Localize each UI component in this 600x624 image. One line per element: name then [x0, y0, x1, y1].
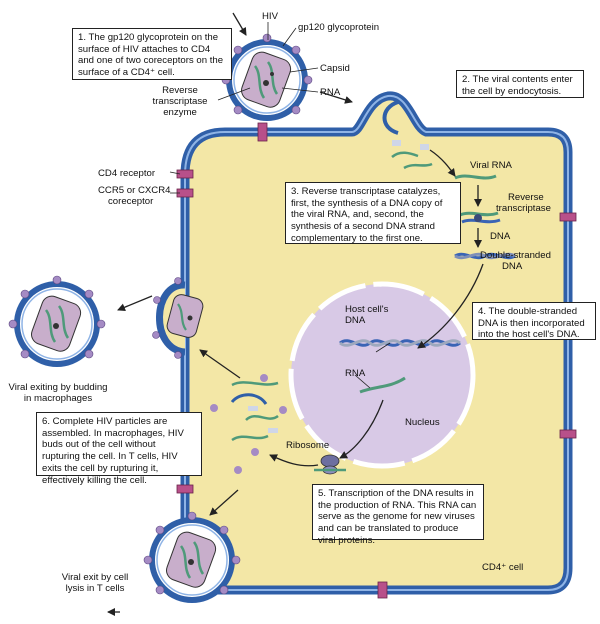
- label-lysis-2: lysis in T cells: [66, 583, 125, 594]
- label-host-dna-2: DNA: [345, 315, 366, 326]
- label-ds-dna-2: DNA: [502, 261, 523, 272]
- membrane-receptors: [176, 122, 577, 599]
- receptor-bottom: [377, 581, 388, 599]
- label-cd4-receptor: CD4 receptor: [98, 168, 156, 179]
- arrow-to-endocytosis: [319, 91, 353, 104]
- label-budding-2: in macrophages: [24, 393, 92, 404]
- nucleus-rna: [359, 376, 406, 394]
- label-capsid: Capsid: [320, 63, 350, 74]
- label-dna: DNA: [490, 231, 511, 242]
- diagram-labels: HIV gp120 glycoprotein Capsid RNA Revers…: [8, 11, 550, 594]
- assembly-components: [210, 374, 287, 474]
- label-gp120: gp120 glycoprotein: [298, 22, 379, 33]
- label-viral-rna: Viral RNA: [470, 160, 513, 171]
- label-rt-enzyme-3: enzyme: [163, 107, 197, 118]
- arrow-assembly-up: [199, 349, 241, 379]
- label-hiv: HIV: [262, 11, 279, 22]
- rt-enzyme: [474, 214, 482, 222]
- label-rt-enzyme-1: Reverse: [162, 85, 198, 96]
- receptor-top: [257, 122, 268, 142]
- arrow-bud-to-left: [117, 295, 153, 312]
- label-rna: RNA: [320, 87, 341, 98]
- step-1-box: 1. The gp120 glycoprotein on the surface…: [72, 28, 232, 80]
- arrow-ds-to-nucleus: [417, 263, 484, 349]
- label-rt-2: transcriptase: [496, 203, 551, 214]
- ds-dna-strand-b: [454, 252, 516, 260]
- virus-budding-membrane: [152, 277, 204, 359]
- label-budding-1: Viral exiting by budding: [8, 382, 107, 393]
- step-3-box: 3. Reverse transcriptase catalyzes, firs…: [285, 182, 461, 244]
- viral-rna-strand: [454, 174, 497, 180]
- label-coreceptor-1: CCR5 or CXCR4: [98, 185, 171, 196]
- arrow-assembly-down: [209, 489, 239, 516]
- label-ds-dna-1: Double-stranded: [480, 250, 551, 261]
- step-5-box: 5. Transcription of the DNA results in t…: [312, 484, 484, 546]
- budding-membrane-fragment: [230, 393, 268, 405]
- arrow-endosome-to-rt: [429, 149, 456, 177]
- virus-capsid: [241, 51, 292, 108]
- nucleus-body: [288, 281, 476, 469]
- endocytosis-contents: [382, 100, 433, 170]
- label-nucleus: Nucleus: [405, 417, 440, 428]
- arrow-ribosome-to-assembly: [269, 454, 319, 467]
- arrow-virus-in: [232, 12, 247, 36]
- step-6-box: 6. Complete HIV particles are assembled.…: [36, 412, 202, 486]
- receptor-right-1: [559, 212, 577, 222]
- label-cd4-cell: CD4⁺ cell: [482, 562, 523, 573]
- rt-rna-strand: [459, 211, 499, 217]
- nucleus: [288, 281, 476, 469]
- label-ribosome: Ribosome: [286, 440, 329, 451]
- receptor-right-2: [559, 429, 577, 439]
- step-4-box: 4. The double-stranded DNA is then incor…: [472, 302, 596, 340]
- endosome-membrane: [382, 100, 399, 135]
- label-rt-1: Reverse: [508, 192, 544, 203]
- receptor-left: [176, 484, 194, 494]
- label-rt-enzyme-2: transcriptase: [153, 96, 208, 107]
- step-2-box: 2. The viral contents enter the cell by …: [456, 70, 584, 98]
- virus-lysis-bottom: [143, 511, 241, 603]
- label-host-dna-1: Host cell's: [345, 304, 389, 315]
- ribosome: [314, 454, 346, 475]
- label-lysis-1: Viral exit by cell: [62, 572, 128, 583]
- virus-budding-left: [8, 275, 106, 367]
- arrow-nucleus-to-ribosome: [339, 399, 384, 459]
- cd4-receptor: [176, 169, 194, 179]
- host-dna-helix: [339, 339, 461, 347]
- label-nucleus-rna: RNA: [345, 368, 366, 379]
- virus-entering: [221, 33, 313, 121]
- reverse-transcription: [454, 174, 516, 260]
- label-coreceptor-2: coreceptor: [108, 196, 154, 207]
- arrows: [107, 12, 484, 616]
- host-dna-strand-b: [339, 339, 461, 347]
